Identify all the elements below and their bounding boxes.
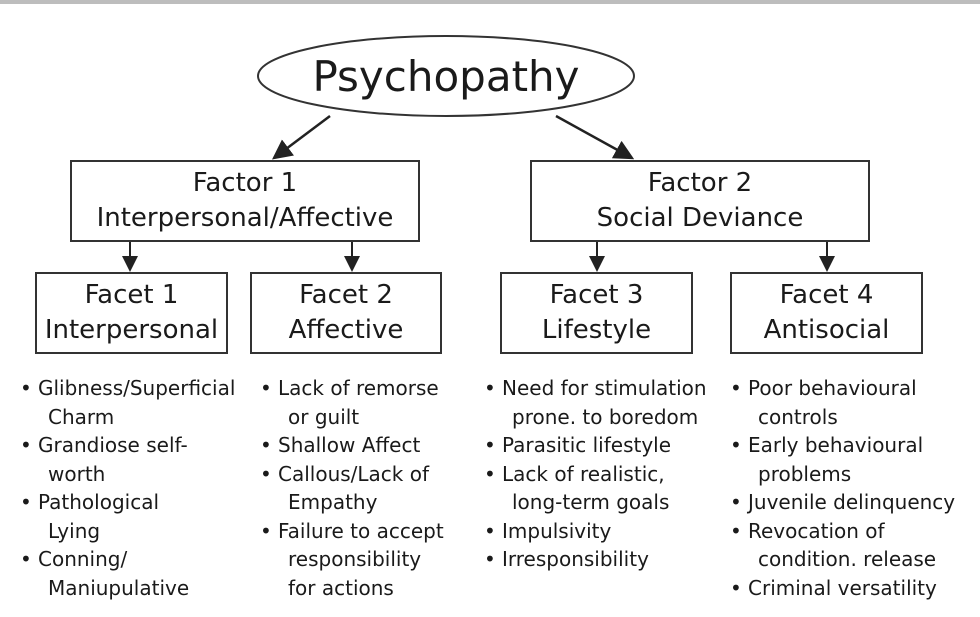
facet-name: Facet 4 <box>779 280 874 310</box>
item-line: prone. to boredom <box>512 404 699 429</box>
item-line: Early behavioural <box>748 433 924 457</box>
facet-2-items: Lack of remorse or guiltShallow AffectCal… <box>258 374 444 602</box>
item-line: Glibness/Superficial <box>38 376 236 400</box>
list-item: Criminal versatility <box>728 574 955 603</box>
facet-subtitle: Affective <box>288 315 404 345</box>
item-line: condition. release <box>758 547 937 571</box>
factor-1-box: Factor 1 Interpersonal/Affective <box>70 160 420 242</box>
item-line: Lying <box>48 518 101 543</box>
list-item: Failure to accept responsibility for actio… <box>258 517 444 603</box>
diagram-title: Psychopathy <box>312 51 580 101</box>
list-item: Poor behavioural controls <box>728 374 955 431</box>
item-line: Maniupulative <box>48 575 190 600</box>
item-line: Lack of realistic, <box>502 461 665 486</box>
item-line: controls <box>758 404 838 429</box>
item-line: worth <box>48 461 106 486</box>
arrow-to-factor-2 <box>555 114 635 160</box>
facet-name: Facet 2 <box>299 280 393 310</box>
item-line: Charm <box>48 404 115 429</box>
factor-name: Factor 1 <box>192 168 298 198</box>
item-line: Pathological <box>38 490 160 514</box>
facet-name: Facet 3 <box>549 280 644 310</box>
list-item: Revocation of condition. release <box>728 517 955 574</box>
item-line: long-term goals <box>512 490 670 514</box>
facet-name: Facet 1 <box>84 280 179 310</box>
top-border <box>0 0 980 4</box>
list-item: Grandiose self-worth <box>18 431 235 488</box>
item-line: Revocation of <box>748 518 885 543</box>
list-item: Parasitic lifestyle <box>482 431 707 460</box>
item-line: Conning/ <box>38 547 128 571</box>
item-line: Empathy <box>288 490 378 514</box>
item-line: Impulsivity <box>502 518 612 543</box>
item-line: for actions <box>288 575 394 600</box>
item-line: Juvenile delinquency <box>748 490 956 514</box>
facet-3-box: Facet 3 Lifestyle <box>500 272 693 354</box>
item-line: Criminal versatility <box>748 575 937 600</box>
facet-4-box: Facet 4 Antisocial <box>730 272 923 354</box>
facet-4-items: Poor behaviouralcontrolsEarly behavioura… <box>728 374 955 602</box>
item-line: Poor behavioural <box>748 376 917 400</box>
facet-subtitle: Antisocial <box>763 315 890 345</box>
item-line: or guilt <box>288 404 360 429</box>
title-ellipse <box>257 35 635 117</box>
item-line: Failure to accept <box>278 518 444 543</box>
list-item: Callous/Lack of Empathy <box>258 460 444 517</box>
item-line: Callous/Lack of <box>278 461 430 486</box>
factor-subtitle: Interpersonal/Affective <box>96 203 394 233</box>
list-item: Lack of realistic, long-term goals <box>482 460 707 517</box>
facet-subtitle: Lifestyle <box>541 315 652 345</box>
item-line: responsibility <box>288 547 422 571</box>
list-item: Impulsivity <box>482 517 707 546</box>
list-item: Shallow Affect <box>258 431 444 460</box>
list-item: Conning/Maniupulative <box>18 545 235 602</box>
list-item: Irresponsibility <box>482 545 707 574</box>
item-line: Irresponsibility <box>502 547 649 571</box>
facet-2-box: Facet 2 Affective <box>250 272 442 354</box>
list-item: Lack of remorse or guilt <box>258 374 444 431</box>
item-line: Grandiose self- <box>38 433 188 457</box>
item-line: Parasitic lifestyle <box>502 433 672 457</box>
list-item: Need for stimulation prone. to boredom <box>482 374 707 431</box>
facet-3-items: Need for stimulation prone. to boredomPar… <box>482 374 707 574</box>
facet-1-items: Glibness/SuperficialCharmGrandiose self-… <box>18 374 235 602</box>
factor-subtitle: Social Deviance <box>596 203 804 233</box>
factor-name: Factor 2 <box>647 168 753 198</box>
item-line: Shallow Affect <box>278 433 421 457</box>
item-line: problems <box>758 461 852 486</box>
item-line: Need for stimulation <box>502 376 707 400</box>
facet-subtitle: Interpersonal <box>44 315 219 345</box>
facet-1-box: Facet 1 Interpersonal <box>35 272 228 354</box>
factor-2-box: Factor 2 Social Deviance <box>530 160 870 242</box>
arrow-to-factor-1 <box>272 115 331 160</box>
item-line: Lack of remorse <box>278 376 439 400</box>
list-item: Juvenile delinquency <box>728 488 955 517</box>
list-item: Early behavioural problems <box>728 431 955 488</box>
